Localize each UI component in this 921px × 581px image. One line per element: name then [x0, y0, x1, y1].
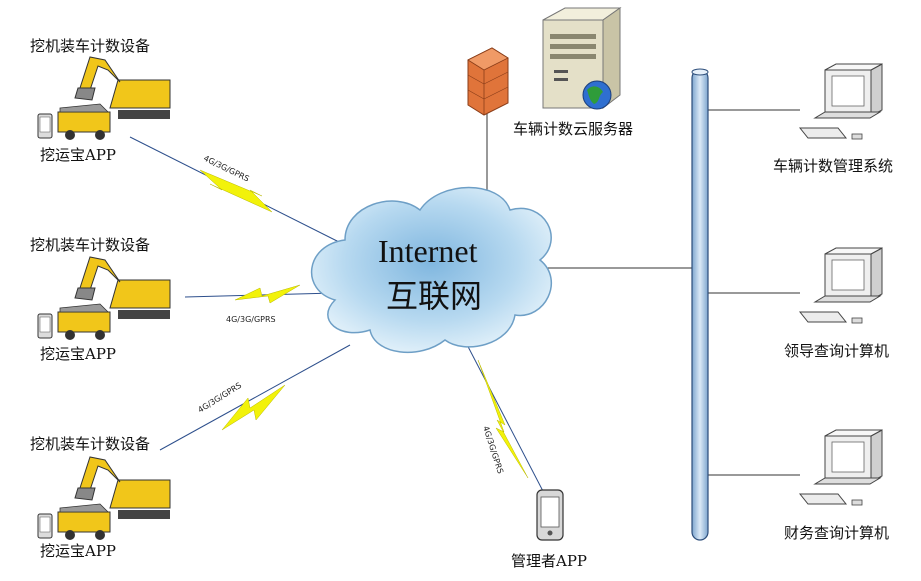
excavator-icon-3 [74, 456, 171, 519]
wireless-link-2 [184, 284, 336, 304]
device-app-1: 挖运宝APP [40, 146, 117, 164]
truck-icon-1 [57, 103, 111, 140]
phone-icon-3 [37, 513, 53, 539]
wireless-link-manager [461, 334, 546, 496]
phone-icon-2 [37, 313, 53, 339]
link-label-3: 4G/3G/GPRS [196, 381, 243, 415]
server-icon [542, 7, 622, 110]
server-label: 车辆计数云服务器 [513, 120, 634, 138]
cloud-subtitle: 互联网 [386, 278, 483, 314]
device-title-2: 挖机装车计数设备 [30, 236, 151, 254]
internet-cloud-shape [310, 186, 552, 353]
manager-app-label: 管理者APP [511, 552, 588, 570]
computer-label-3: 财务查询计算机 [784, 524, 890, 542]
computer-icon-1 [798, 63, 883, 140]
wireless-link-3 [159, 344, 351, 451]
phone-icon-1 [37, 113, 53, 139]
computer-icon-3 [798, 429, 883, 506]
manager-phone-icon [536, 489, 564, 541]
network-bus [691, 68, 709, 541]
wireless-link-1 [129, 136, 346, 246]
firewall-icon [467, 47, 509, 116]
computer-label-2: 领导查询计算机 [784, 342, 890, 360]
device-title-1: 挖机装车计数设备 [30, 37, 151, 55]
computer-label-1: 车辆计数管理系统 [773, 157, 894, 175]
excavator-icon-2 [74, 256, 171, 319]
cloud-title: Internet [378, 233, 478, 269]
computer-icon-2 [798, 247, 883, 324]
device-app-3: 挖运宝APP [40, 542, 117, 560]
device-app-2: 挖运宝APP [40, 345, 117, 363]
link-label-1: 4G/3G/GPRS [202, 154, 251, 184]
device-title-3: 挖机装车计数设备 [30, 435, 151, 453]
truck-icon-2 [57, 303, 111, 340]
excavator-icon-1 [74, 56, 171, 119]
truck-icon-3 [57, 503, 111, 540]
link-label-2: 4G/3G/GPRS [226, 315, 276, 324]
